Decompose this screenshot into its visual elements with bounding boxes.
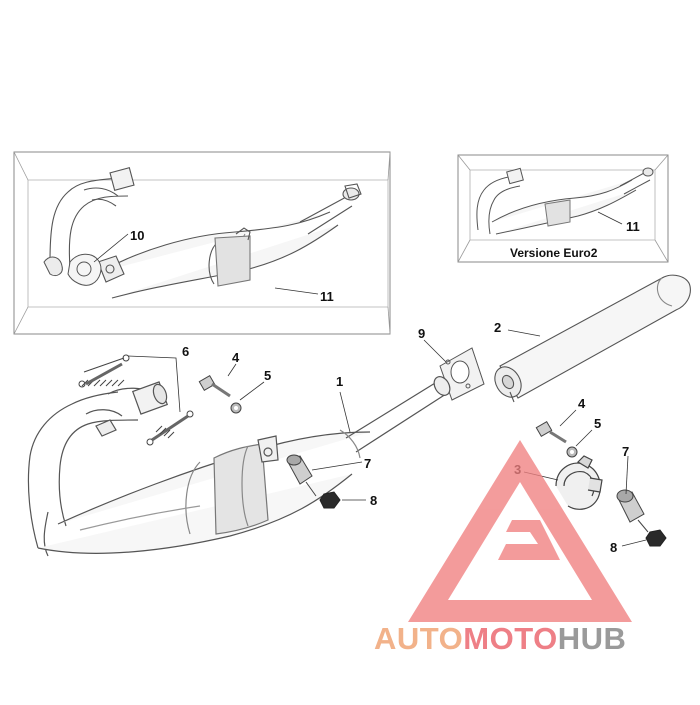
leader-6	[127, 355, 181, 413]
spring-lower	[146, 410, 194, 446]
inset-right-exhaust-pipe	[476, 167, 654, 235]
clamp	[555, 455, 603, 510]
leader-7a	[311, 461, 363, 471]
inset-caption-versione-euro2: Versione Euro2	[510, 246, 598, 260]
washer-upper	[230, 402, 242, 414]
callout-8-main: 8	[370, 493, 377, 508]
leader-4b	[559, 409, 577, 427]
watermark-text: AUTOMOTOHUB	[374, 621, 626, 656]
callout-4-upper: 4	[232, 350, 240, 365]
leader-9	[423, 339, 447, 363]
bolt-right	[535, 420, 567, 444]
leader-1	[339, 391, 351, 433]
inset-left-gasket	[43, 253, 102, 286]
rubber-mount-main	[286, 454, 317, 497]
callout-6: 6	[182, 344, 189, 359]
callout-1: 1	[336, 374, 343, 389]
watermark-hub: HUB	[558, 621, 627, 656]
leader-4a	[227, 363, 237, 377]
callout-4-right: 4	[578, 396, 586, 411]
watermark-moto: MOTO	[463, 621, 557, 656]
watermark-inner-mark-icon	[498, 520, 560, 560]
leader-11b	[597, 211, 623, 225]
callout-5-right: 5	[594, 416, 601, 431]
exhaust-pipe	[27, 376, 451, 557]
callout-11-inset-right: 11	[626, 219, 640, 234]
callout-8-right: 8	[610, 540, 617, 555]
leader-5a	[239, 381, 265, 401]
callout-2: 2	[494, 320, 501, 335]
callout-7-right: 7	[622, 444, 629, 459]
leader-7b	[625, 455, 629, 495]
silencer	[494, 274, 691, 403]
washer-right	[566, 446, 578, 458]
inset-right	[457, 154, 669, 263]
callout-5-upper: 5	[264, 368, 271, 383]
leader-2	[507, 329, 541, 337]
callout-7-main: 7	[364, 456, 371, 471]
callout-10: 10	[130, 228, 144, 243]
nut-main	[319, 491, 341, 509]
spring-upper	[78, 354, 130, 388]
watermark-triangle-icon	[408, 440, 632, 622]
inset-left-exhaust-pipe	[49, 167, 362, 299]
inset-left	[13, 151, 391, 335]
watermark-logo	[408, 440, 632, 622]
bolt-upper	[198, 374, 231, 398]
watermark-auto: AUTO	[374, 621, 463, 656]
leader-10	[93, 233, 129, 263]
leader-5b	[575, 429, 593, 447]
callout-11-inset-left: 11	[320, 289, 334, 304]
gasket	[439, 347, 485, 401]
callout-9: 9	[418, 326, 425, 341]
rubber-mount-right	[616, 489, 649, 533]
leader-8b	[621, 539, 647, 547]
leader-11a	[274, 287, 319, 295]
nut-right	[645, 529, 667, 547]
